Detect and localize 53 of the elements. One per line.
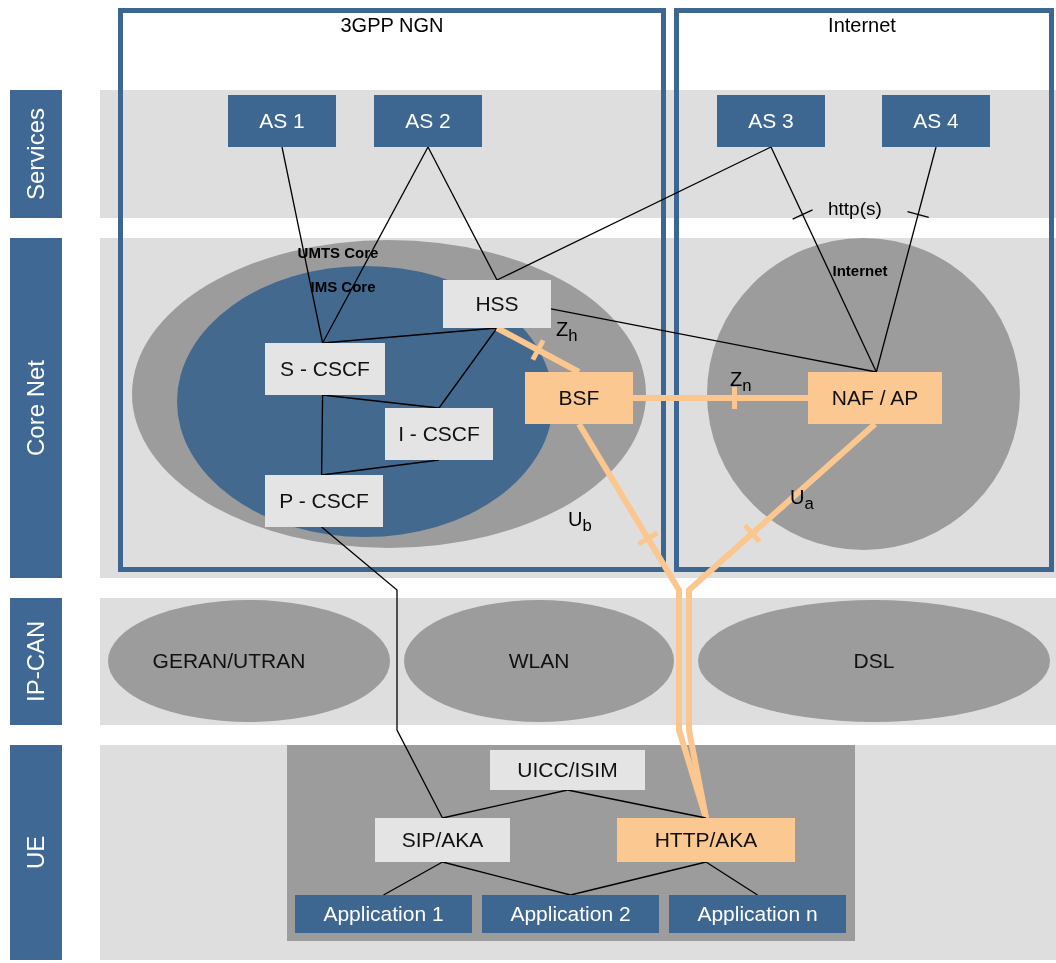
connector-line: [438, 327, 498, 409]
device-box: [287, 745, 855, 941]
connector-line: [875, 146, 937, 373]
function-box: UICC/ISIM: [490, 750, 645, 790]
connector-line: [441, 789, 569, 819]
connector-line: [321, 526, 444, 819]
frame-title: Internet: [828, 14, 896, 37]
connector-line: [382, 861, 444, 896]
protocol-label: http(s): [828, 198, 882, 220]
server-box: AS 4: [882, 95, 990, 147]
interface-label: Z$_{h}$: [556, 318, 578, 346]
layer-tab: IP-CAN: [10, 598, 62, 725]
interface-line: [686, 421, 877, 819]
connector-line: [496, 146, 772, 281]
connector-line: [321, 394, 440, 409]
domain-frame: [674, 8, 1054, 572]
connector-line: [321, 146, 429, 344]
function-box: HTTP/AKA: [617, 818, 795, 862]
connector-line: [321, 394, 324, 476]
connector-line: [321, 459, 440, 476]
function-box: HSS: [443, 280, 551, 328]
connector-line: [441, 861, 572, 896]
frame-title: 3GPP NGN: [340, 14, 444, 37]
connector-line: [705, 861, 759, 896]
connector-line: [550, 308, 877, 373]
layer-tab: Services: [10, 90, 62, 218]
server-box: AS 1: [228, 95, 336, 147]
function-box: BSF: [525, 372, 633, 424]
connector-line: [281, 146, 324, 344]
function-box: NAF / AP: [808, 372, 942, 424]
layer-tab: Core Net: [10, 238, 62, 578]
application-box: Application 2: [482, 895, 659, 933]
layer-tab: UE: [10, 745, 62, 960]
connector-line: [321, 327, 498, 344]
interface-label: Z$_{n}$: [730, 368, 752, 396]
interface-line: [633, 395, 808, 401]
connector-line: [427, 146, 498, 281]
server-box: AS 3: [717, 95, 825, 147]
application-box: Application n: [669, 895, 846, 933]
interface-line: [495, 325, 581, 375]
application-box: Application 1: [295, 895, 472, 933]
function-box: P - CSCF: [265, 475, 383, 527]
domain-frame: [118, 8, 666, 572]
network-label: Internet: [832, 262, 888, 279]
connector-line: [566, 789, 707, 819]
connector-line: [770, 146, 877, 373]
function-box: I - CSCF: [385, 408, 493, 460]
interface-label: U$_{a}$: [790, 486, 814, 514]
server-box: AS 2: [374, 95, 482, 147]
function-box: S - CSCF: [265, 343, 385, 395]
function-box: SIP/AKA: [375, 818, 510, 862]
connector-line: [569, 861, 707, 896]
interface-label: U$_{b}$: [568, 508, 592, 536]
